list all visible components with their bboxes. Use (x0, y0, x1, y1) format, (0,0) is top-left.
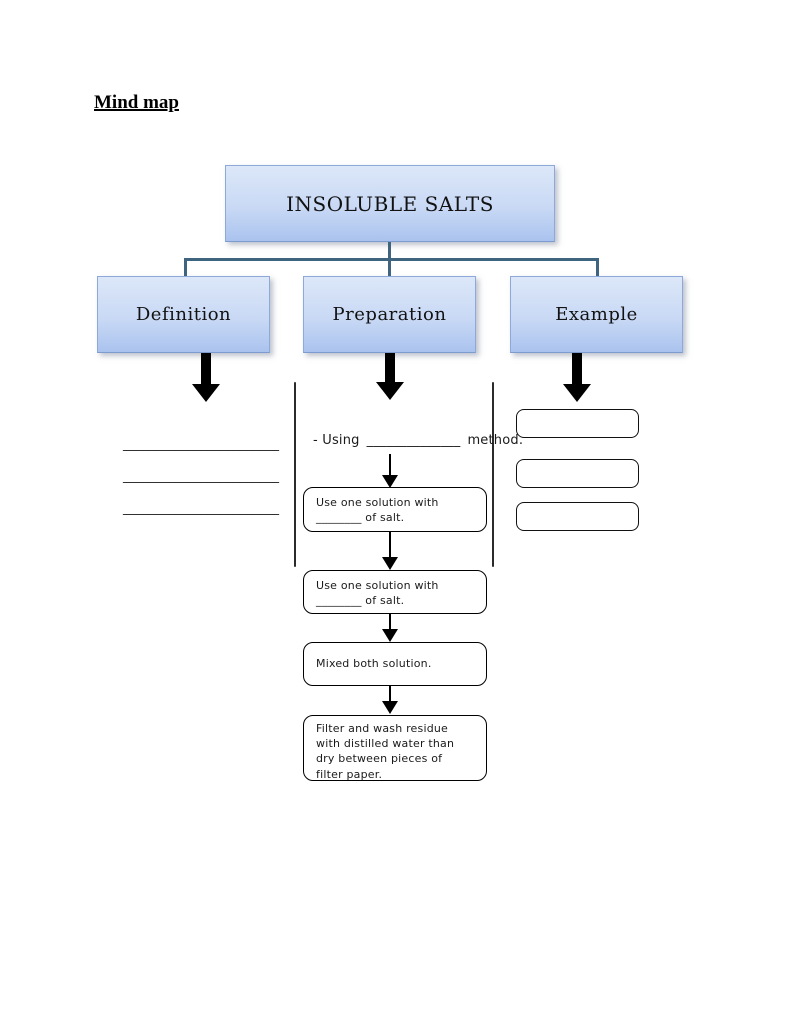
definition-blank-line-2[interactable]: ________________________ (123, 469, 279, 484)
example-slot-3[interactable] (516, 502, 639, 531)
using-prefix: - Using (313, 433, 360, 448)
arrow-down-definition-icon (192, 353, 220, 402)
branch-example: Example (510, 276, 683, 353)
root-node: INSOLUBLE SALTS (225, 165, 555, 242)
flow-arrow-3-icon (382, 613, 398, 642)
prep-step-1-text: Use one solution with ________ of salt. (316, 496, 439, 525)
left-parenthesis (294, 382, 296, 567)
example-slot-1[interactable] (516, 409, 639, 438)
branch-preparation: Preparation (303, 276, 476, 353)
definition-blank-line-3[interactable]: ________________________ (123, 501, 279, 516)
prep-step-4: Filter and wash residue with distilled w… (303, 715, 487, 781)
branch-example-label: Example (555, 304, 638, 325)
branch-definition: Definition (97, 276, 270, 353)
prep-step-3: Mixed both solution. (303, 642, 487, 686)
definition-blank-line-1[interactable]: ________________________ (123, 437, 279, 452)
flow-arrow-2-icon (382, 531, 398, 570)
connector-horizontal (184, 258, 599, 261)
arrow-down-preparation-icon (376, 353, 404, 400)
flow-arrow-1-icon (382, 454, 398, 488)
prep-step-4-text: Filter and wash residue with distilled w… (316, 722, 455, 781)
connector-drop-right (596, 258, 599, 277)
flow-arrow-4-icon (382, 685, 398, 714)
example-slot-2[interactable] (516, 459, 639, 488)
prep-step-2-text: Use one solution with ________ of salt. (316, 579, 439, 608)
connector-root-stub (388, 242, 391, 259)
using-blank-field[interactable]: ______________ (366, 433, 461, 448)
prep-step-2: Use one solution with ________ of salt. (303, 570, 487, 614)
using-method-line: - Using ______________ method. (313, 433, 523, 448)
connector-drop-middle (388, 258, 391, 277)
branch-definition-label: Definition (135, 304, 232, 325)
page-title: Mind map (94, 92, 179, 113)
arrow-down-example-icon (563, 353, 591, 402)
prep-step-3-text: Mixed both solution. (316, 657, 432, 671)
root-node-label: INSOLUBLE SALTS (286, 191, 494, 216)
right-parenthesis (492, 382, 494, 567)
using-suffix: method. (467, 433, 524, 448)
connector-drop-left (184, 258, 187, 277)
branch-preparation-label: Preparation (332, 304, 447, 325)
prep-step-1: Use one solution with ________ of salt. (303, 487, 487, 532)
